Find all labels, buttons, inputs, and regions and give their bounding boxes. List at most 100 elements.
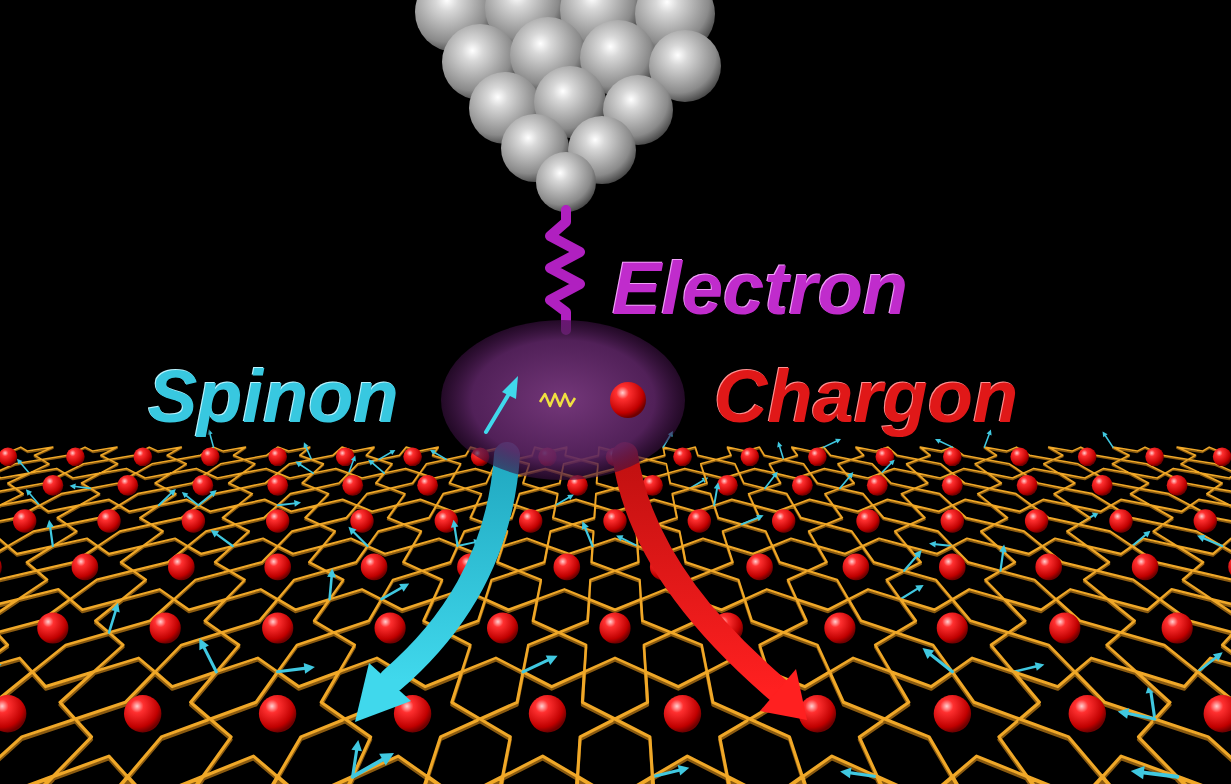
charge-ball [943,448,962,467]
charge-ball [201,448,220,467]
star-outline [18,546,143,599]
spin-arrowhead [777,442,782,448]
star-outline [326,546,422,599]
charge-ball [843,554,870,581]
star-outline [868,777,1049,784]
spin-arrowhead [399,584,409,592]
star-outline [851,447,919,473]
charge-ball [1035,554,1062,581]
star-outline [320,505,404,546]
charge-ball [1078,448,1097,467]
star-outline [826,505,910,546]
spin-arrowhead [929,541,936,548]
charge-ball [1069,695,1106,732]
star-outline [171,447,245,473]
star-outline [159,473,243,505]
star-shadow [615,675,750,780]
spin-arrow [1204,538,1222,546]
charge-ball [741,448,760,467]
charge-ball [664,695,701,732]
star-outline [94,599,226,672]
star-shadow [1177,548,1231,601]
spin-arrowhead [999,544,1007,552]
star-outline [615,672,750,777]
charge-ball [267,475,288,496]
spin-arrow [765,476,774,488]
charge-ball [1017,475,1038,496]
spin-arrow [851,773,878,777]
star-outline [238,473,315,505]
star-outline [915,473,992,505]
charge-ball [0,448,17,467]
star-outline [53,505,159,546]
spin-arrowhead [1197,535,1206,542]
spin-arrowhead [327,568,336,577]
star-outline [988,473,1072,505]
charge-ball [37,612,68,643]
spin-arrow [20,463,29,473]
star-outline [1177,777,1231,784]
charge-ball [417,475,438,496]
spin-arrowhead [756,515,764,521]
star-outline [122,546,233,599]
spin-arrow [556,498,569,506]
star-outline [808,546,904,599]
star-outline [657,505,741,546]
spin-arrowhead [46,520,54,528]
spin-arrowhead [772,472,778,479]
star-outline [362,777,531,784]
charge-ball [519,509,542,532]
charge-ball [717,475,738,496]
spin-arrow [1151,693,1155,719]
charge-ball [403,448,422,467]
spin-arrowhead [182,492,189,498]
star-shadow [519,548,615,601]
spin-arrow [186,496,198,506]
star-outline [315,473,390,505]
charge-ball [554,554,581,581]
charge-ball [599,612,630,643]
charge-ball [792,475,813,496]
spin-arrowhead [348,527,356,535]
spin-arrow [824,441,836,447]
star-shadow [559,601,671,674]
spin-arrowhead [1143,531,1150,538]
star-outline [519,546,615,599]
spin-arrow [840,477,850,489]
star-outline [143,505,238,546]
spin-arrow [1144,773,1177,777]
star-outline [79,473,171,505]
spin-arrowhead [582,521,589,530]
spin-arrow [780,447,784,460]
tunneling-wave [550,210,580,330]
spin-arrowhead [451,520,459,528]
spin-arrow [217,534,233,546]
star-shadow [480,675,615,780]
charge-ball [1025,509,1048,532]
spin-arrow [278,503,295,505]
spin-arrow [1001,552,1004,571]
star-outline [992,505,1087,546]
star-outline [997,546,1108,599]
charge-ball [673,448,692,467]
spin-arrow [936,544,953,546]
spin-arrowhead [351,740,362,751]
star-outline [0,599,122,672]
spin-arrow [1132,535,1145,546]
star-outline [0,777,53,784]
spin-arrowhead [1035,662,1045,671]
charge-ball [266,509,289,532]
spin-arrow [1128,714,1155,719]
spin-arrow [159,493,171,505]
star-shadow [1212,601,1231,674]
spin-arrowhead [847,472,853,478]
star-outline [226,546,326,599]
spin-arrow [585,528,592,546]
spin-arrow [278,668,305,671]
spin-arrowhead [368,459,375,465]
charge-ball [134,448,153,467]
charge-ball [0,554,2,581]
chargon-label: Chargon [714,360,1018,434]
electron-glow [441,320,685,480]
